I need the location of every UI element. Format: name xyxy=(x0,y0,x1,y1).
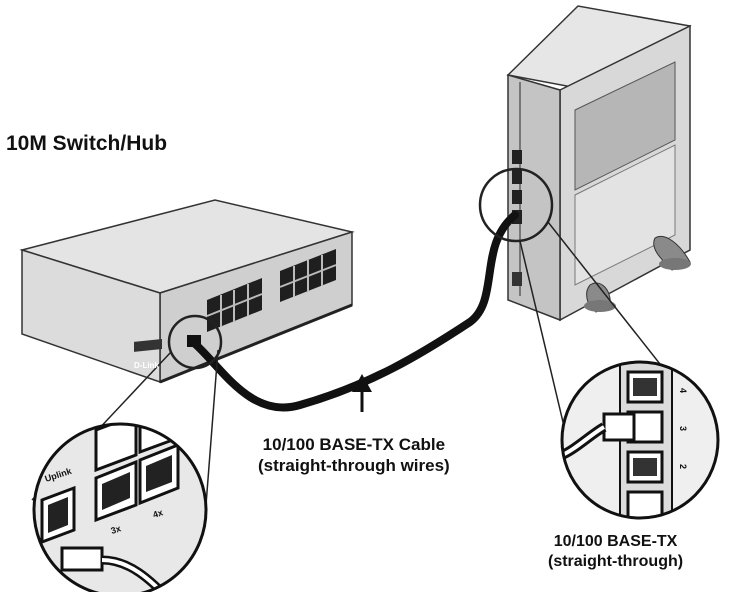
network-cable xyxy=(190,211,519,412)
cable-label-line1: 10/100 BASE-TX Cable xyxy=(262,435,446,454)
hub-magnified-view: Uplink 3x 4x xyxy=(32,422,208,592)
port-label-line1: 10/100 BASE-TX xyxy=(553,533,678,550)
switch-hub xyxy=(19,199,355,384)
cable-label: 10/100 BASE-TX Cable (straight-through w… xyxy=(258,434,450,476)
device-port-4-label: 4 xyxy=(678,388,688,393)
hub-brand-label: D-Link xyxy=(134,361,159,370)
hub-title: 10M Switch/Hub xyxy=(6,132,168,155)
device-port-3-label: 3 xyxy=(678,426,688,431)
port-3x-label: 3x xyxy=(110,523,123,536)
cable-label-line2: (straight-through wires) xyxy=(258,456,450,475)
port-label: 10/100 BASE-TX (straight-through) xyxy=(548,532,683,572)
cable-arrow xyxy=(352,374,372,412)
hub-zoom-circle xyxy=(167,314,223,370)
hub-port-grid-left xyxy=(206,278,263,332)
device-port-2-label: 2 xyxy=(678,464,688,469)
device-zoom-circle xyxy=(478,167,554,243)
hub-port-grid-right xyxy=(279,249,337,302)
device-magnified-view: 4 3 2 xyxy=(560,360,720,520)
network-device xyxy=(506,5,692,322)
port-4x-label: 4x xyxy=(152,507,165,520)
port-label-line2: (straight-through) xyxy=(548,553,684,570)
